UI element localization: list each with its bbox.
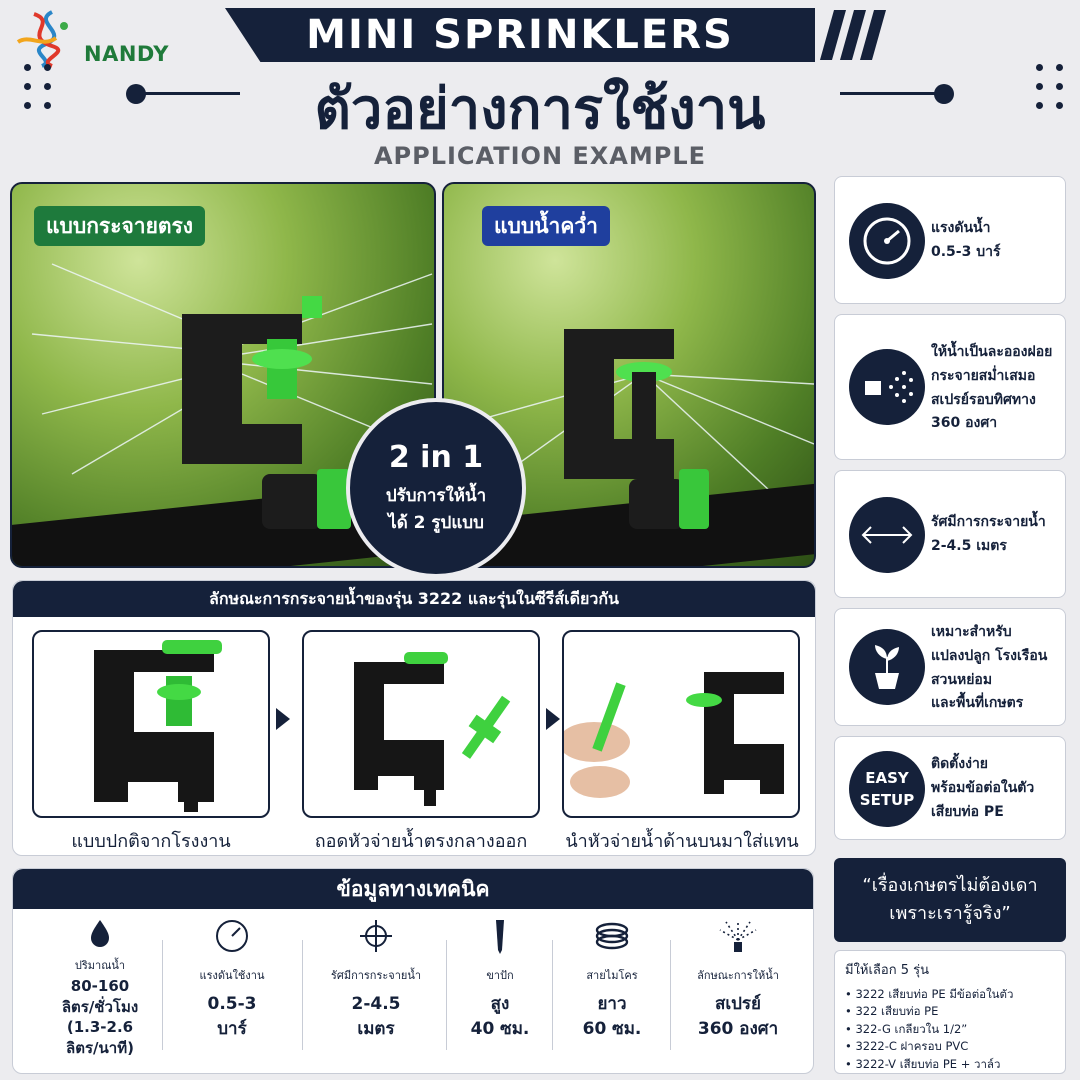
feature-card-pressure: แรงดันน้ำ 0.5-3 บาร์ [834,176,1066,304]
spec-pressure: แรงดันใช้งาน 0.5-3 บาร์ [172,918,292,1068]
dna-logo-icon [16,10,68,68]
spec-spray-value: สเปรย์ 360 องศา [697,994,779,1039]
badge-line-2: ได้ 2 รูปแบบ [388,512,484,533]
water-drop-icon [91,920,109,947]
feature-card-usage: เหมาะสำหรับ แปลงปลูก โรงเรือน สวนหย่อม แ… [834,608,1066,726]
plant-pot-icon [849,629,925,705]
model-list-heading: มีให้เลือก 5 รุ่น [845,963,929,978]
feature-text-setup: ติดตั้งง่าย พร้อมข้อต่อในตัว เสียบท่อ PE [931,756,1035,820]
sprinkler-removed-illustration [354,652,511,806]
spec-stake-value: สูง 40 ซม. [470,994,530,1039]
model-item: • 322-G เกลียวใน 1/2” [845,1021,968,1036]
model-item: • 3222 เสียบท่อ PE มีข้อต่อในตัว [845,987,1014,1001]
feature-card-mist: ให้น้ำเป็นละอองฝอย กระจายสม่ำเสมอ สเปรย์… [834,314,1066,460]
subtitle: APPLICATION EXAMPLE [373,142,707,170]
line-dot-right [934,84,954,104]
stake-icon [496,920,504,954]
gauge-icon [849,203,925,279]
feature-text-usage: เหมาะสำหรับ แปลงปลูก โรงเรือน สวนหย่อม แ… [931,624,1048,712]
gauge-icon [216,920,248,952]
tag-inverted-spray: แบบน้ำคว่ำ [482,206,610,246]
badge-line-1: ปรับการให้น้ำ [385,486,487,507]
specs-panel: ข้อมูลทางเทคนิค [12,868,814,1074]
spec-hose: สายไมโคร ยาว 60 ซม. [560,918,664,1068]
spray-nozzle-icon [849,349,925,425]
step-image-replace-nozzle [562,630,800,818]
badge-title: 2 in 1 [388,440,484,476]
tag-direct-spray: แบบกระจายตรง [34,206,206,246]
easy-setup-icon: EASY SETUP [849,751,925,827]
spec-divider [670,940,671,1050]
model-item: • 322 เสียบท่อ PE [845,1004,939,1019]
specs-heading: ข้อมูลทางเทคนิค [13,869,813,909]
spec-stake: ขาปัก สูง 40 ซม. [452,918,548,1068]
spec-flow-value: 80-160 ลิตร/ชั่วโมง (1.3-2.6 ลิตร/นาที) [61,977,139,1058]
spec-divider [552,940,553,1050]
title-banner [225,8,815,62]
sprinkler-replace-illustration [564,672,784,798]
hose-coil-icon [595,922,629,950]
spec-hose-value: ยาว 60 ซม. [582,994,642,1039]
thai-title: ตัวอย่างการใช้งาน [314,77,766,142]
model-item: • 3222-C ฝาครอบ PVC [845,1039,969,1054]
radius-arrow-icon [849,497,925,573]
step-image-factory [32,630,270,818]
feature-card-radius: รัศมีการกระจายน้ำ 2-4.5 เมตร [834,470,1066,598]
feature-card-setup: EASY SETUP ติดตั้งง่าย พร้อมข้อต่อในตัว … [834,736,1066,840]
photo-direct-spray: แบบกระจายตรง [10,182,436,568]
feature-text-pressure: แรงดันน้ำ 0.5-3 บาร์ [931,220,1001,260]
model-list: มีให้เลือก 5 รุ่น • 3222 เสียบท่อ PE มีข… [834,950,1066,1074]
step-image-remove-nozzle [302,630,540,818]
step-caption-2: ถอดหัวจ่ายน้ำตรงกลางออก [314,831,528,852]
two-in-one-badge: 2 in 1 ปรับการให้น้ำ ได้ 2 รูปแบบ [346,398,526,578]
feature-text-radius: รัศมีการกระจายน้ำ 2-4.5 เมตร [931,514,1046,554]
feature-text-mist: ให้น้ำเป็นละอองฝอย กระจายสม่ำเสมอ สเปรย์… [931,344,1053,432]
step-caption-1: แบบปกติจากโรงงาน [71,831,231,852]
sprinkler-direct-illustration [12,263,434,566]
spec-divider [302,940,303,1050]
crosshair-icon [360,920,392,952]
line-left [140,92,240,95]
spec-radius: รัศมีการกระจายน้ำ 2-4.5 เมตร [312,918,440,1068]
brand-logo: NANDY [12,8,182,68]
step-caption-3: นำหัวจ่ายน้ำด้านบนมาใส่แทน [565,831,799,852]
spray-icon [719,920,757,952]
sprinkler-inverted-illustration [444,329,814,566]
brand-name: NANDY [84,42,170,66]
steps-heading: ลักษณะการกระจายน้ำของรุ่น 3222 และรุ่นใน… [13,581,815,617]
model-item: • 3222-V เสียบท่อ PE + วาล์ว [845,1056,1001,1071]
line-dot-left [126,84,146,104]
spec-flow: ปริมาณน้ำ 80-160 ลิตร/ชั่วโมง (1.3-2.6 ล… [40,918,160,1068]
photo-inverted-spray: แบบน้ำคว่ำ [442,182,816,568]
spec-pressure-value: 0.5-3 บาร์ [207,994,257,1039]
slogan-quote: “เรื่องเกษตรไม่ต้องเดา เพราะเรารู้จริง” [834,858,1066,942]
spec-divider [162,940,163,1050]
step-arrow-icon [546,708,560,730]
spec-radius-value: 2-4.5 เมตร [351,994,401,1039]
spec-spray: ลักษณะการให้น้ำ สเปรย์ 360 องศา [676,918,800,1068]
spec-divider [446,940,447,1050]
page-title: MINI SPRINKLERS [306,12,734,58]
slash-decoration-icon [820,10,886,60]
sprinkler-factory-illustration [94,640,222,812]
decorative-dots-left [24,64,51,109]
step-arrow-icon [276,708,290,730]
line-right [840,92,940,95]
decorative-dots-right [1036,64,1063,109]
